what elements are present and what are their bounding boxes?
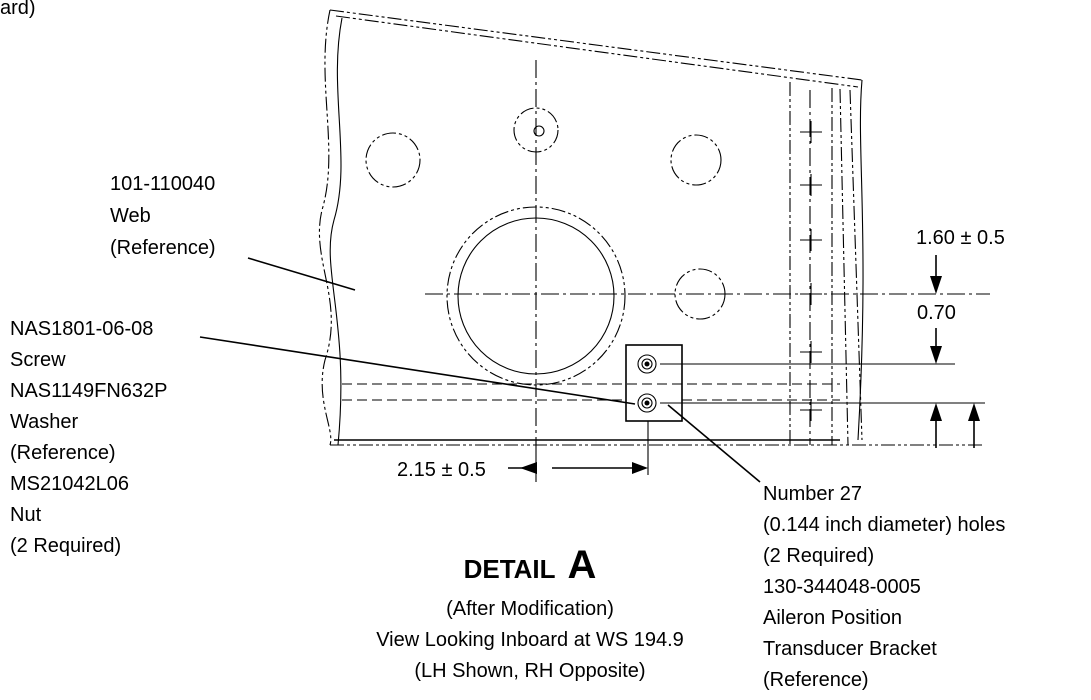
dimension-lines [508,255,980,482]
lightening-holes [365,107,990,386]
dimension-vertical-top: 1.60 ± 0.5 [916,227,1005,249]
detail-heading: DETAIL A [464,543,597,587]
hardware-reference: (Reference) [10,442,116,464]
bracket-part-number: 130-344048-0005 [763,576,921,598]
partial-header-text: ard) [0,0,36,19]
bracket-label-1: Aileron Position [763,607,902,629]
hole-quantity: (2 Required) [763,545,874,567]
web-panel [318,9,985,446]
bracket-reference: (Reference) [763,669,869,691]
holes-callout: Number 27 (0.144 inch diameter) holes (2… [763,483,1005,691]
detail-prefix: DETAIL [464,554,556,584]
dimension-vertical-small: 0.70 [917,302,956,324]
web-callout: 101-110040 Web (Reference) [110,173,216,259]
leader-lines [199,257,761,483]
transducer-bracket [625,344,985,475]
web-label: Web [110,205,151,227]
fastener-marks [800,121,822,421]
dimension-horizontal: 2.15 ± 0.5 [397,459,486,481]
screw-part-number: NAS1801-06-08 [10,318,153,340]
nut-part-number: MS21042L06 [10,473,129,495]
hardware-quantity: (2 Required) [10,535,121,557]
washer-part-number: NAS1149FN632P [10,380,168,402]
detail-modification: (After Modification) [446,598,614,620]
screw-label: Screw [10,349,66,371]
detail-view: View Looking Inboard at WS 194.9 [376,629,684,651]
detail-title: DETAIL A (After Modification) View Looki… [376,543,684,682]
hole-diameter: (0.144 inch diameter) holes [763,514,1005,536]
nut-label: Nut [10,504,42,526]
bracket-label-2: Transducer Bracket [763,638,937,660]
hardware-callout: NAS1801-06-08 Screw NAS1149FN632P Washer… [10,318,168,557]
hole-size: Number 27 [763,483,862,505]
web-reference: (Reference) [110,237,216,259]
detail-side: (LH Shown, RH Opposite) [414,660,645,682]
detail-letter: A [568,543,597,587]
washer-label: Washer [10,411,79,433]
web-part-number: 101-110040 [110,173,215,195]
